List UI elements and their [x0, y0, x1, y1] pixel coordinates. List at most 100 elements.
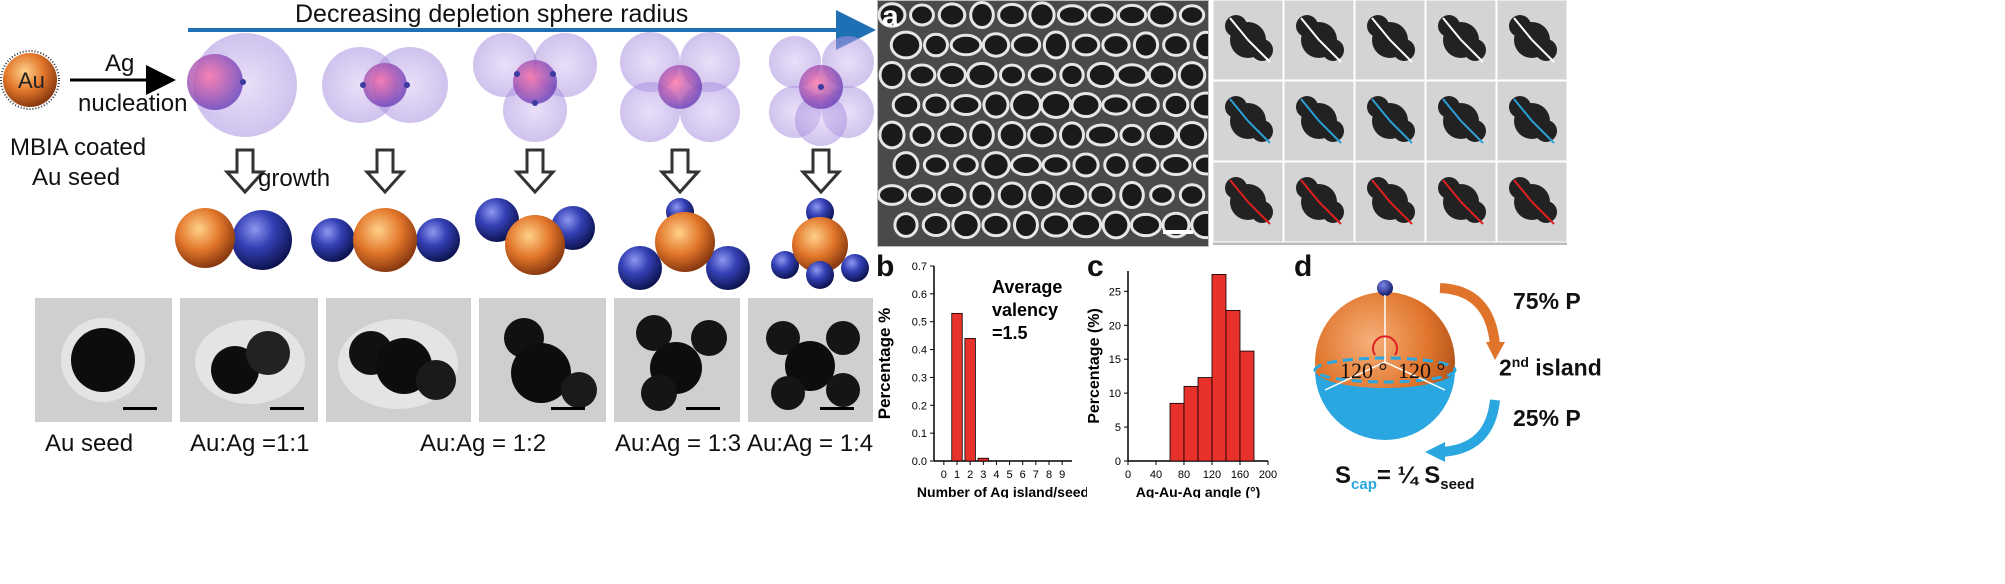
y-tick-label-b: 0.7 — [912, 261, 927, 273]
growth-arrows — [223, 148, 843, 195]
angle-line — [1371, 98, 1413, 144]
panel-d-diagram — [1313, 280, 1505, 462]
y-tick-label-b: 0.3 — [912, 372, 927, 384]
angle-line — [1229, 179, 1271, 225]
x-tick-label-c: 160 — [1231, 469, 1249, 481]
tem-image-seed — [35, 298, 172, 422]
seed-caption-2: Au seed — [32, 164, 121, 191]
angle-line — [1442, 98, 1484, 144]
y-tick-label-c: 10 — [1109, 388, 1121, 400]
x-tick-label-b: 9 — [1059, 469, 1065, 481]
particle-1 — [175, 208, 292, 270]
bar-c — [1239, 350, 1255, 462]
depletion-3 — [473, 33, 597, 142]
tem-label-seed: Au seed — [45, 430, 134, 457]
scale-bar-a — [1163, 230, 1193, 234]
sem-image-a — [877, 0, 1222, 247]
particle-2 — [311, 208, 460, 272]
panel-b-letter: b — [876, 250, 895, 283]
y-tick-label-c: 0 — [1115, 456, 1121, 468]
angle-line — [1513, 98, 1555, 144]
x-tick-label-b: 3 — [980, 469, 986, 481]
y-tick-label-b: 0.6 — [912, 289, 927, 301]
bar-b — [951, 312, 963, 462]
angle-line — [1442, 17, 1484, 63]
x-tick-label-b: 8 — [1046, 469, 1052, 481]
angle-line — [1300, 98, 1342, 144]
angle-left-label: 120 ° — [1340, 358, 1388, 383]
x-tick-label-b: 0 — [941, 469, 947, 481]
scap-formula: Scap= ¼ Sseed — [1335, 462, 1475, 493]
particle-5 — [771, 198, 869, 289]
annotation-b-1: Average — [992, 277, 1062, 297]
bar-c — [1211, 273, 1227, 462]
panel-a-letter: a — [882, 0, 899, 33]
arrow-top-orange — [1439, 283, 1500, 346]
angle-line — [1229, 17, 1271, 63]
angle-line — [1300, 17, 1342, 63]
tem-image-1-3 — [614, 298, 740, 422]
x-axis-label-c: Ag-Au-Ag angle (°) — [1136, 484, 1261, 498]
x-tick-label-b: 6 — [1020, 469, 1026, 481]
au-seed-symbol: Au — [18, 68, 45, 93]
bar-c — [1183, 385, 1199, 462]
angle-line — [1442, 179, 1484, 225]
angle-line — [1371, 179, 1413, 225]
panel-c-letter: c — [1087, 250, 1104, 283]
y-axis-label-b: Percentage % — [875, 308, 894, 420]
sem-tiles-grid — [1212, 0, 1568, 245]
tem-label-1-1: Au:Ag =1:1 — [190, 430, 310, 457]
tem-label-1-4: Au:Ag = 1:4 — [747, 430, 874, 457]
angle-right-label: 120 ° — [1398, 358, 1446, 383]
annotation-b-2: valency — [992, 300, 1058, 320]
depletion-1 — [187, 33, 297, 137]
bar-b — [977, 457, 989, 462]
ag-island-top — [1377, 280, 1393, 296]
x-tick-label-b: 1 — [954, 469, 960, 481]
angle-line — [1371, 17, 1413, 63]
x-tick-label-b: 7 — [1033, 469, 1039, 481]
y-tick-label-c: 5 — [1115, 422, 1121, 434]
particle-4 — [618, 198, 750, 290]
depletion-4 — [620, 32, 740, 142]
bar-c — [1197, 377, 1213, 462]
arrow-bottom-blue — [1439, 399, 1500, 457]
au-seed-sphere — [0, 50, 60, 110]
tem-label-1-3: Au:Ag = 1:3 — [615, 430, 742, 457]
depletion-title: Decreasing depletion sphere radius — [295, 0, 689, 28]
x-tick-label-b: 4 — [993, 469, 999, 481]
bar-c — [1169, 402, 1185, 462]
angle-line — [1229, 98, 1271, 144]
tem-image-1-2b — [479, 298, 606, 422]
y-tick-label-b: 0.0 — [912, 456, 927, 468]
bar-c — [1225, 309, 1241, 462]
schematic — [0, 10, 876, 290]
pct-bottom-label: 25% P — [1513, 405, 1581, 431]
depletion-2 — [322, 47, 448, 123]
angle-line — [1513, 179, 1555, 225]
x-tick-label-c: 0 — [1125, 469, 1131, 481]
y-tick-label-c: 20 — [1109, 320, 1121, 332]
pct-top-label: 75% P — [1513, 288, 1581, 314]
tem-image-1-4 — [748, 298, 873, 422]
panel-d-letter: d — [1294, 250, 1313, 283]
particle-3 — [475, 198, 595, 275]
depletion-5 — [769, 36, 874, 146]
y-tick-label-b: 0.4 — [912, 345, 927, 357]
x-tick-label-b: 5 — [1007, 469, 1013, 481]
ag-label: Ag — [105, 50, 135, 77]
y-tick-label-c: 15 — [1109, 354, 1121, 366]
x-tick-label-c: 200 — [1259, 469, 1277, 481]
second-island-label: 2nd island — [1499, 354, 1602, 381]
nucleation-label: nucleation — [78, 90, 188, 117]
angle-line — [1513, 17, 1555, 63]
y-tick-label-b: 0.5 — [912, 317, 927, 329]
x-axis-label-b: Number of Ag island/seed — [917, 484, 1087, 498]
tem-image-1-2a — [326, 298, 471, 422]
tem-label-1-2: Au:Ag = 1:2 — [420, 430, 547, 457]
annotation-b-3: =1.5 — [992, 323, 1028, 343]
seed-caption-1: MBIA coated — [10, 134, 147, 161]
y-tick-label-c: 25 — [1109, 286, 1121, 298]
